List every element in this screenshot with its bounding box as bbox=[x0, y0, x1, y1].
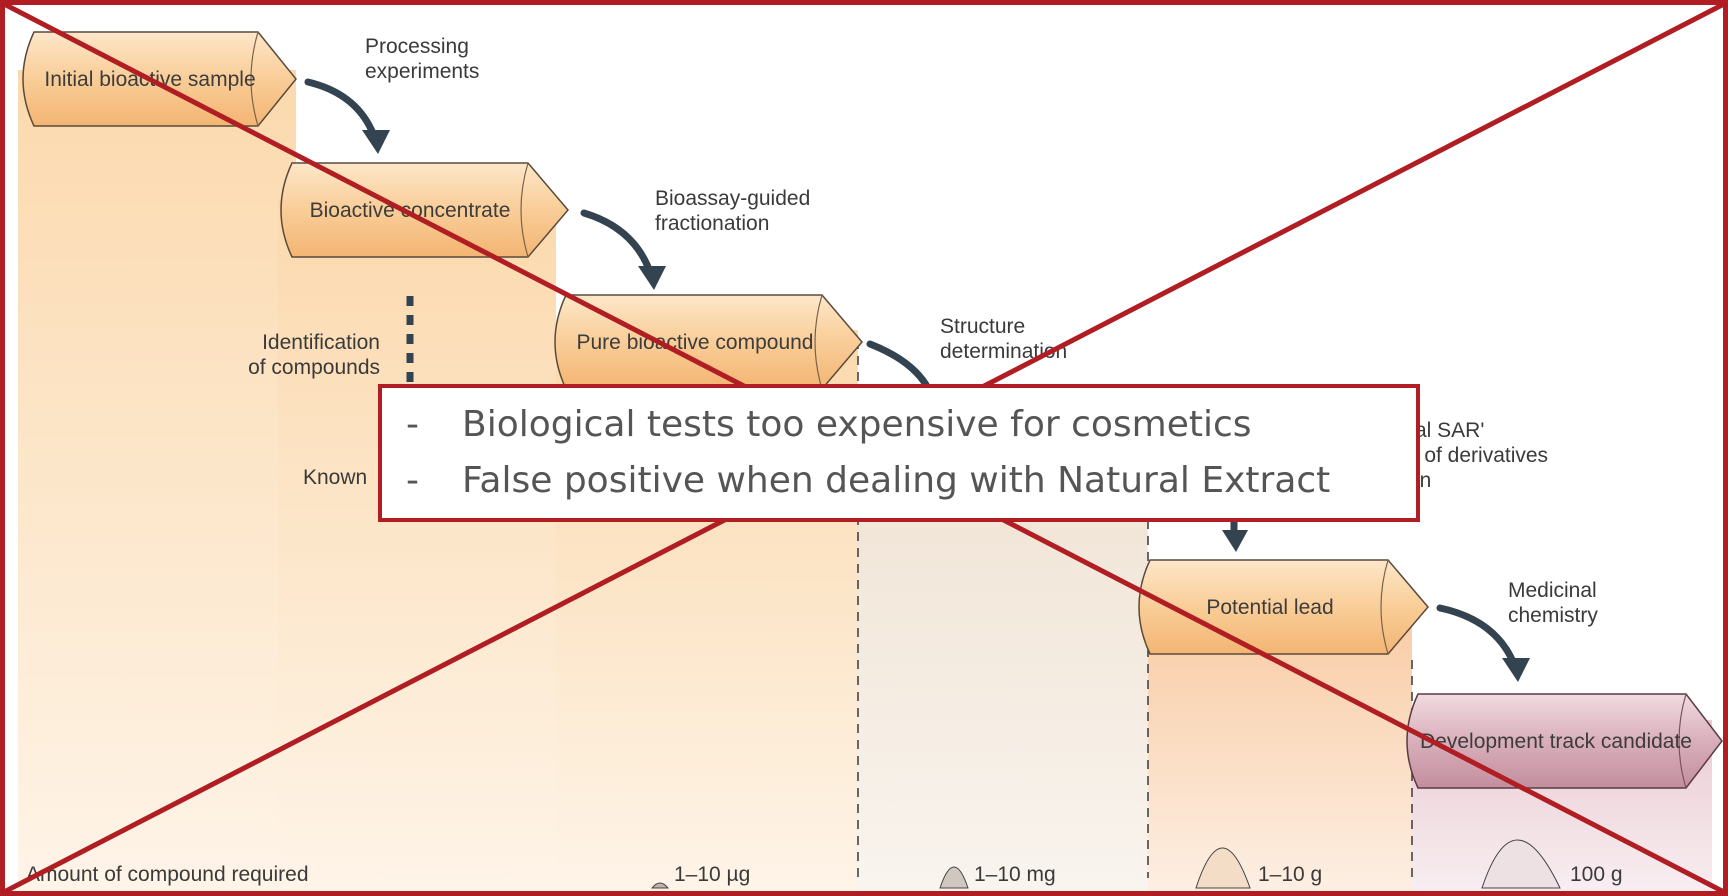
note-box: - Biological tests too expensive for cosm… bbox=[378, 384, 1420, 522]
known-label: Known bbox=[303, 466, 368, 489]
note-text: False positive when dealing with Natural… bbox=[462, 460, 1331, 501]
note-bullet: - bbox=[406, 404, 419, 445]
step-line: fractionation bbox=[655, 212, 770, 235]
step-line: Bioassay-guided bbox=[655, 187, 811, 210]
step-line: Medicinal bbox=[1508, 579, 1597, 602]
note-line-1: - Biological tests too expensive for cosm… bbox=[406, 404, 1252, 445]
note-text: Biological tests too expensive for cosme… bbox=[462, 404, 1252, 445]
step-line: Structure bbox=[940, 315, 1026, 338]
stage-label-lead: Potential lead bbox=[1206, 596, 1334, 619]
step-line: ral SAR' bbox=[1408, 419, 1485, 442]
column-dividers bbox=[857, 340, 1413, 878]
stage-label-candidate: Development track candidate bbox=[1420, 730, 1692, 753]
stage-box-initial bbox=[22, 31, 297, 127]
amount-value-g: 1–10 g bbox=[1258, 863, 1323, 886]
amount-value-mg: 1–10 mg bbox=[974, 863, 1056, 886]
amount-title: Amount of compound required bbox=[26, 863, 309, 886]
step-line: chemistry bbox=[1508, 604, 1598, 627]
step-label-bioassay: Bioassay-guided fractionation bbox=[655, 186, 810, 236]
amount-value-100g: 100 g bbox=[1570, 863, 1623, 886]
step-line: experiments bbox=[365, 60, 480, 83]
pile-icon-mg bbox=[939, 866, 969, 889]
pile-icon-100g bbox=[1481, 839, 1561, 889]
column-initial bbox=[18, 70, 296, 892]
amount-value-ug: 1–10 µg bbox=[674, 863, 751, 886]
identification-line: of compounds bbox=[248, 356, 380, 379]
step-line: s of derivatives bbox=[1408, 444, 1549, 467]
identification-line: Identification bbox=[262, 331, 380, 354]
step-label-medicinal: Medicinal chemistry bbox=[1508, 578, 1598, 628]
note-bullet: - bbox=[406, 460, 419, 501]
stage-box-lead bbox=[1138, 559, 1429, 655]
column-concentrate bbox=[278, 200, 556, 892]
identification-label: Identification of compounds bbox=[232, 330, 380, 380]
pile-icon-g bbox=[1195, 847, 1251, 889]
stage-box-pure bbox=[554, 294, 863, 390]
stage-label-pure: Pure bioactive compound bbox=[576, 331, 814, 354]
step-label-processing: Processing experiments bbox=[365, 34, 479, 84]
stage-label-concentrate: Bioactive concentrate bbox=[309, 199, 511, 222]
pile-icon-ug bbox=[650, 882, 670, 889]
stage-box-candidate bbox=[1406, 693, 1723, 789]
step-line: Processing bbox=[365, 35, 469, 58]
note-line-2: - False positive when dealing with Natura… bbox=[406, 460, 1330, 501]
arrow-heads bbox=[362, 130, 1530, 682]
